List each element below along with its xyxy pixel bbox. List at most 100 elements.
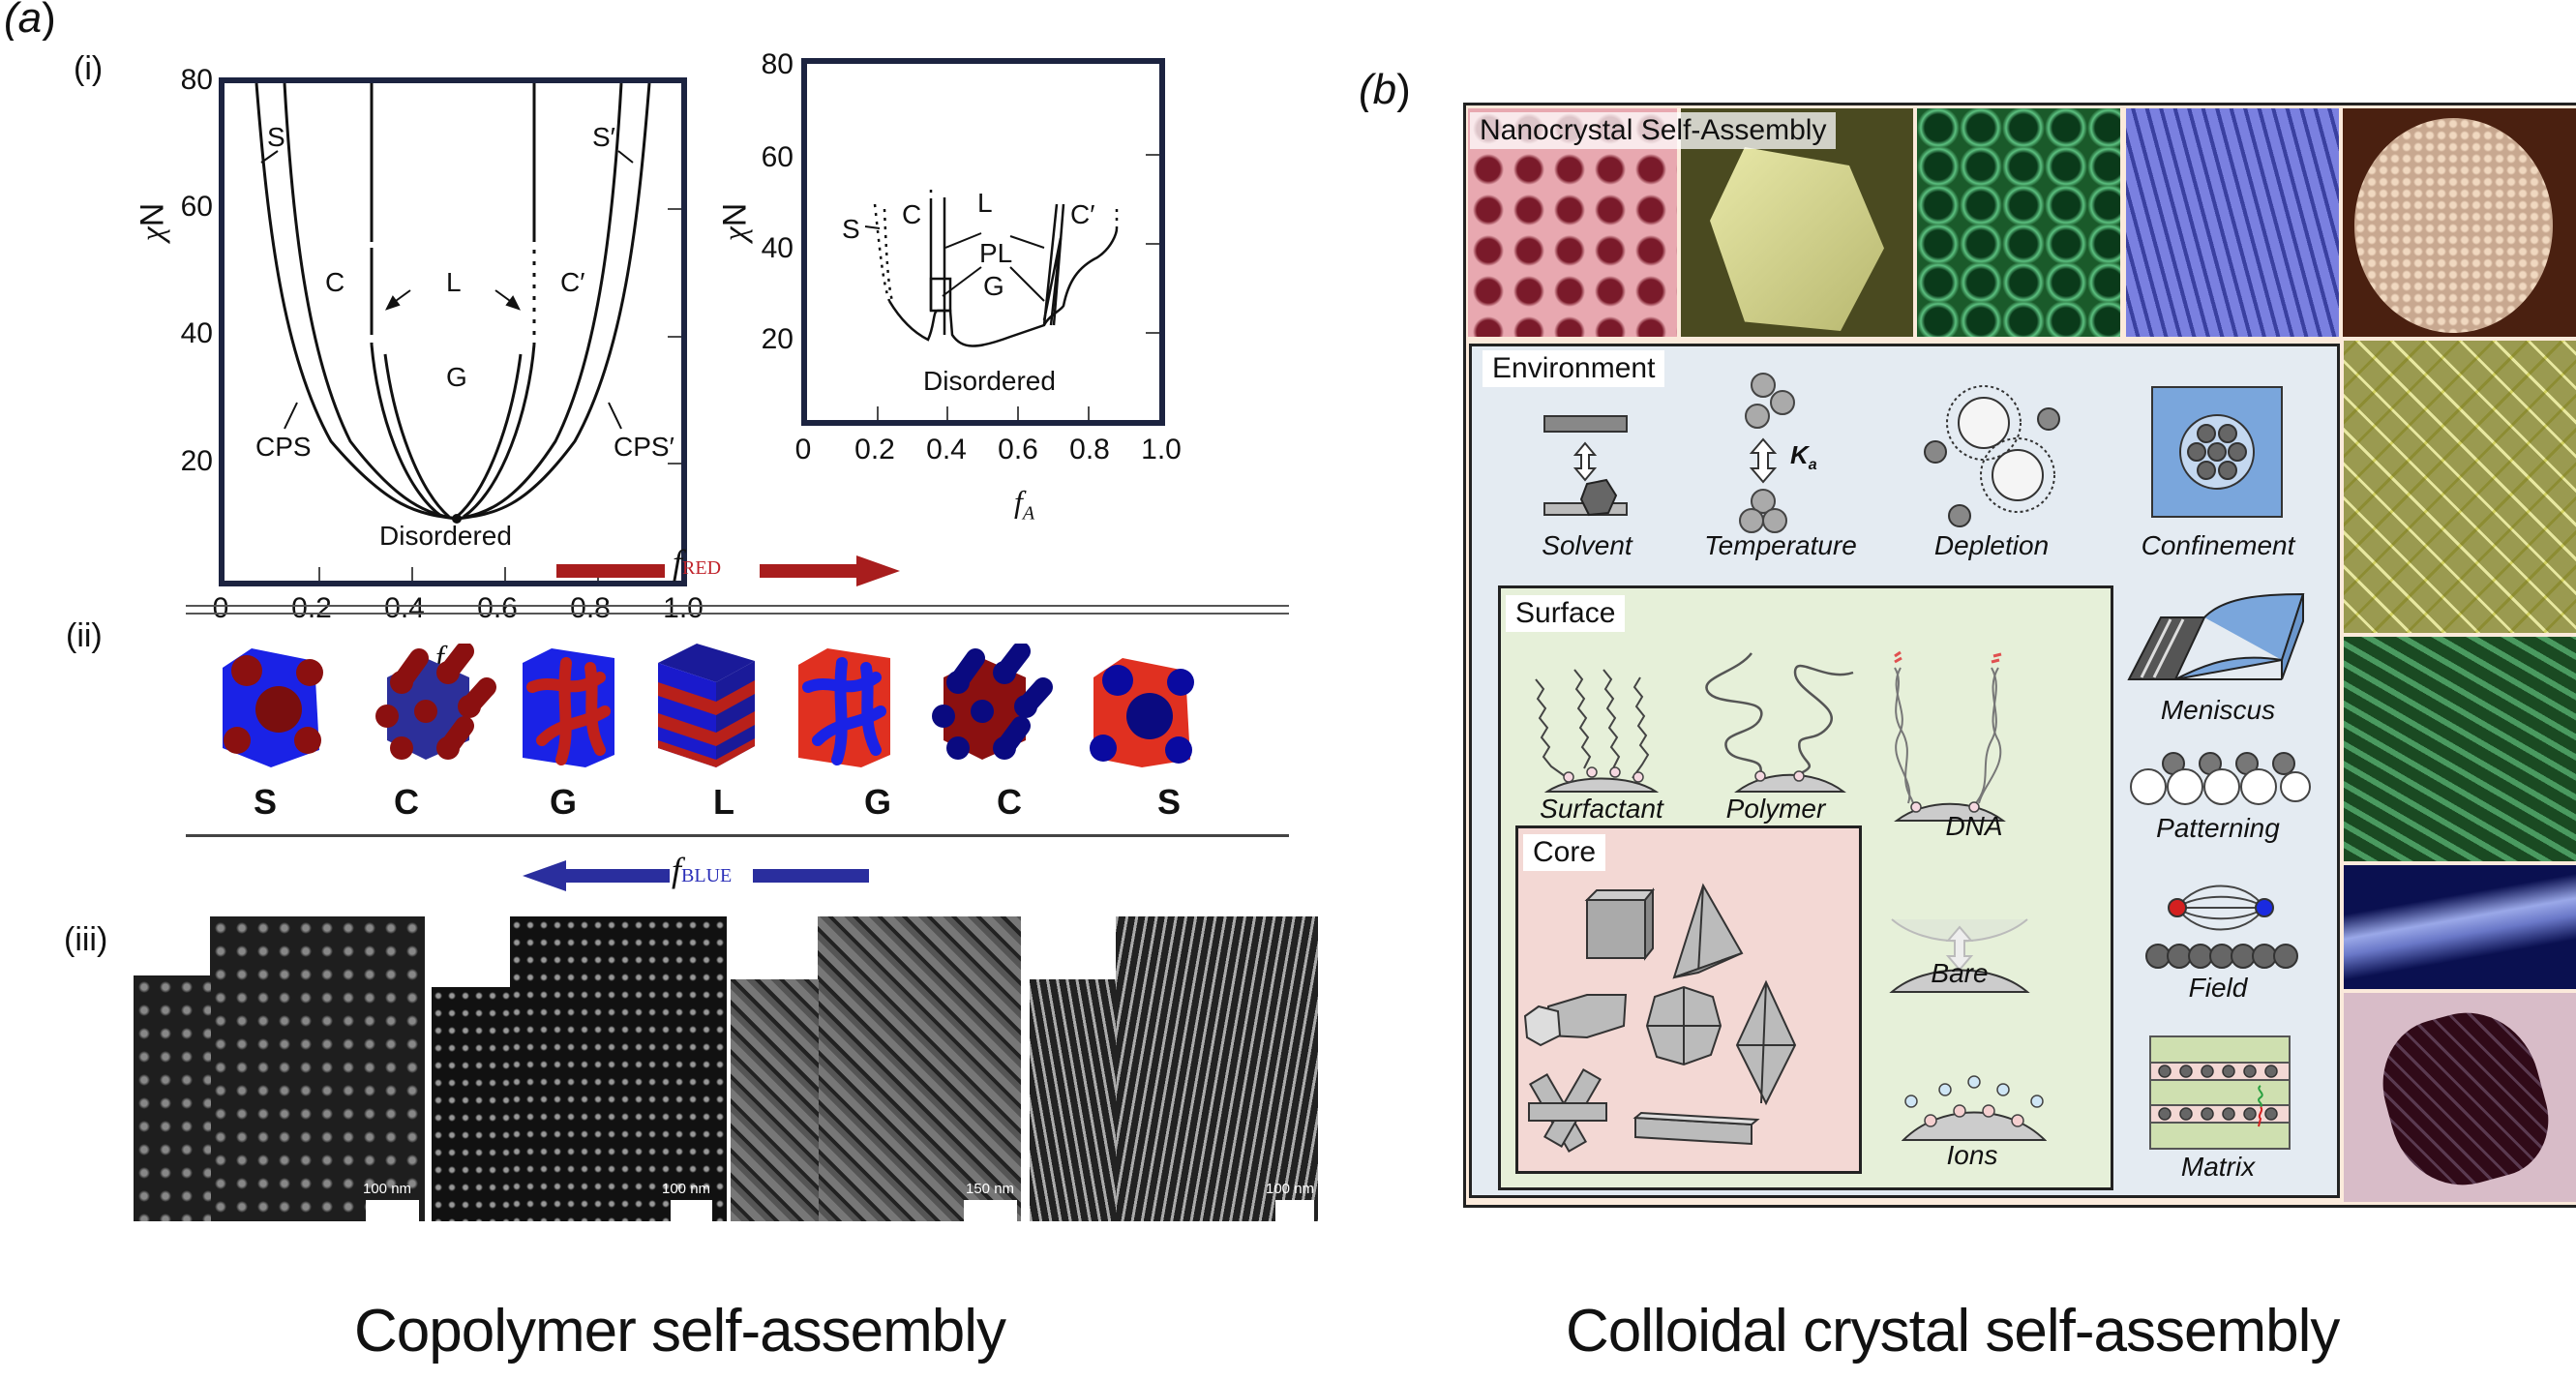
sphere-phase-icon xyxy=(223,648,323,767)
subpanel-iii-label: (iii) xyxy=(64,921,108,958)
morph-label: G xyxy=(549,782,577,822)
polymer-label: Polymer xyxy=(1725,794,1826,824)
phase-curves xyxy=(255,83,681,581)
x-tick: 1.0 xyxy=(663,592,704,624)
sem-image-lamellae xyxy=(1116,916,1318,1221)
k-subscript: a xyxy=(1808,457,1817,474)
gyroid-phase-icon xyxy=(523,648,614,767)
gyroid-inverse-phase-icon xyxy=(798,648,890,767)
temperature-icon xyxy=(1739,373,1795,533)
red-arrow-icon xyxy=(556,555,900,586)
morph-label: C xyxy=(997,782,1022,822)
sphere-inverse-phase-icon xyxy=(1090,658,1194,767)
y-tick: 40 xyxy=(180,317,213,349)
x-tick: 0.8 xyxy=(570,592,611,624)
lamellae-phase-icon xyxy=(658,644,755,767)
f-blue-label: fBLUE xyxy=(672,850,732,890)
x-tick: 0.4 xyxy=(926,434,967,465)
solvent-label: Solvent xyxy=(1542,530,1632,560)
subpanel-i-label: (i) xyxy=(74,50,104,87)
subpanel-ii-label: (ii) xyxy=(66,617,103,654)
phase-curves xyxy=(864,154,1159,420)
panel-b-letter: b xyxy=(1372,66,1397,113)
region-label-L: L xyxy=(446,267,462,297)
plot-frame: S C L C′ S′ G CPS CPS′ Disordered xyxy=(219,77,687,586)
scale-label: 150 nm xyxy=(966,1181,1015,1197)
surface-title: Surface xyxy=(1506,595,1626,632)
truncated-octahedron-shape xyxy=(1645,985,1722,1066)
region-label-G: G xyxy=(983,271,1004,301)
crystal-shape xyxy=(1710,147,1884,331)
panel-a-letter: a xyxy=(17,0,43,42)
image-green-lattice xyxy=(1917,108,2120,337)
cube-shape xyxy=(1584,887,1656,961)
red-subscript: RED xyxy=(682,557,722,579)
branched-star-shape xyxy=(1528,1067,1607,1154)
core-title: Core xyxy=(1523,834,1606,871)
meniscus-icon xyxy=(2127,592,2305,680)
y-tick: 60 xyxy=(180,191,213,223)
y-tick: 60 xyxy=(761,141,794,173)
sem-image-gyroid xyxy=(818,916,1021,1221)
image-blue-helix xyxy=(2344,865,2576,989)
k-symbol: K xyxy=(1790,440,1809,469)
matrix-label: Matrix xyxy=(2180,1152,2256,1182)
blue-arrow-icon xyxy=(523,860,869,891)
x-tick: 1.0 xyxy=(1141,434,1182,465)
region-label-S: S xyxy=(267,122,285,152)
sem-image-spheres-left xyxy=(134,975,211,1221)
scale-bar xyxy=(964,1200,1017,1221)
image-dark-particle xyxy=(2344,993,2576,1202)
x-tick: 0.4 xyxy=(384,592,425,624)
f-red-label: fRED xyxy=(673,542,721,583)
y-tick: 40 xyxy=(761,232,794,264)
cylinder-inverse-phase-icon xyxy=(932,644,1053,760)
double-divider xyxy=(186,605,1289,615)
morph-label: G xyxy=(863,782,891,822)
environment-title: Environment xyxy=(1483,350,1665,387)
dna-icon xyxy=(1894,650,2006,822)
region-label-C: C xyxy=(902,199,922,229)
caption-copolymer: Copolymer self-assembly xyxy=(354,1298,1006,1365)
sem-image-gyroid-left xyxy=(731,979,819,1221)
confinement-label: Confinement xyxy=(2141,530,2295,560)
morph-label: C xyxy=(394,782,419,822)
banner-title: Nanocrystal Self-Assembly xyxy=(1470,112,1837,149)
region-label-CPS-prime: CPS′ xyxy=(614,432,674,462)
region-label-C-prime: C′ xyxy=(1070,199,1095,229)
sem-image-lamellae-left xyxy=(1030,979,1117,1221)
panel-b-label: (b) xyxy=(1359,66,1411,113)
region-label-G: G xyxy=(446,362,467,392)
octahedron-shape xyxy=(1735,979,1797,1106)
plot-frame: S C L C′ PL G Disordered xyxy=(801,58,1165,426)
meniscus-label: Meniscus xyxy=(2160,695,2276,725)
x-tick: 0 xyxy=(794,434,812,465)
f-symbol: f xyxy=(672,851,682,889)
x-tick: 0.6 xyxy=(998,434,1038,465)
y-tick: 80 xyxy=(180,64,213,96)
morph-label: S xyxy=(1156,782,1181,822)
f-symbol: f xyxy=(673,543,683,582)
sem-image-cylinders-left xyxy=(432,987,511,1221)
region-label-PL: PL xyxy=(979,238,1013,268)
x-tick: 0 xyxy=(212,592,229,624)
panel-a-label: (a) xyxy=(4,0,56,43)
core-shapes xyxy=(1523,883,1797,1154)
y-tick: 20 xyxy=(761,323,794,355)
temperature-label: Temperature xyxy=(1704,530,1857,560)
region-label-CPS: CPS xyxy=(255,432,312,462)
region-label-S: S xyxy=(842,214,860,244)
sem-image-cylinders xyxy=(510,916,727,1221)
region-label-L: L xyxy=(977,188,993,218)
scale-label: 100 nm xyxy=(363,1181,412,1197)
region-label-disordered: Disordered xyxy=(923,366,1056,396)
supraparticle-disk xyxy=(2354,118,2553,333)
y-tick: 20 xyxy=(180,445,213,477)
depletion-label: Depletion xyxy=(1933,530,2050,560)
tetrahedron-shape xyxy=(1672,883,1744,979)
ions-label: Ions xyxy=(1946,1140,1998,1170)
particle-blob xyxy=(2368,997,2561,1201)
hexprism-shape xyxy=(1523,994,1628,1047)
x-axis-label: fA xyxy=(1014,484,1035,525)
x-tick: 0.6 xyxy=(477,592,518,624)
